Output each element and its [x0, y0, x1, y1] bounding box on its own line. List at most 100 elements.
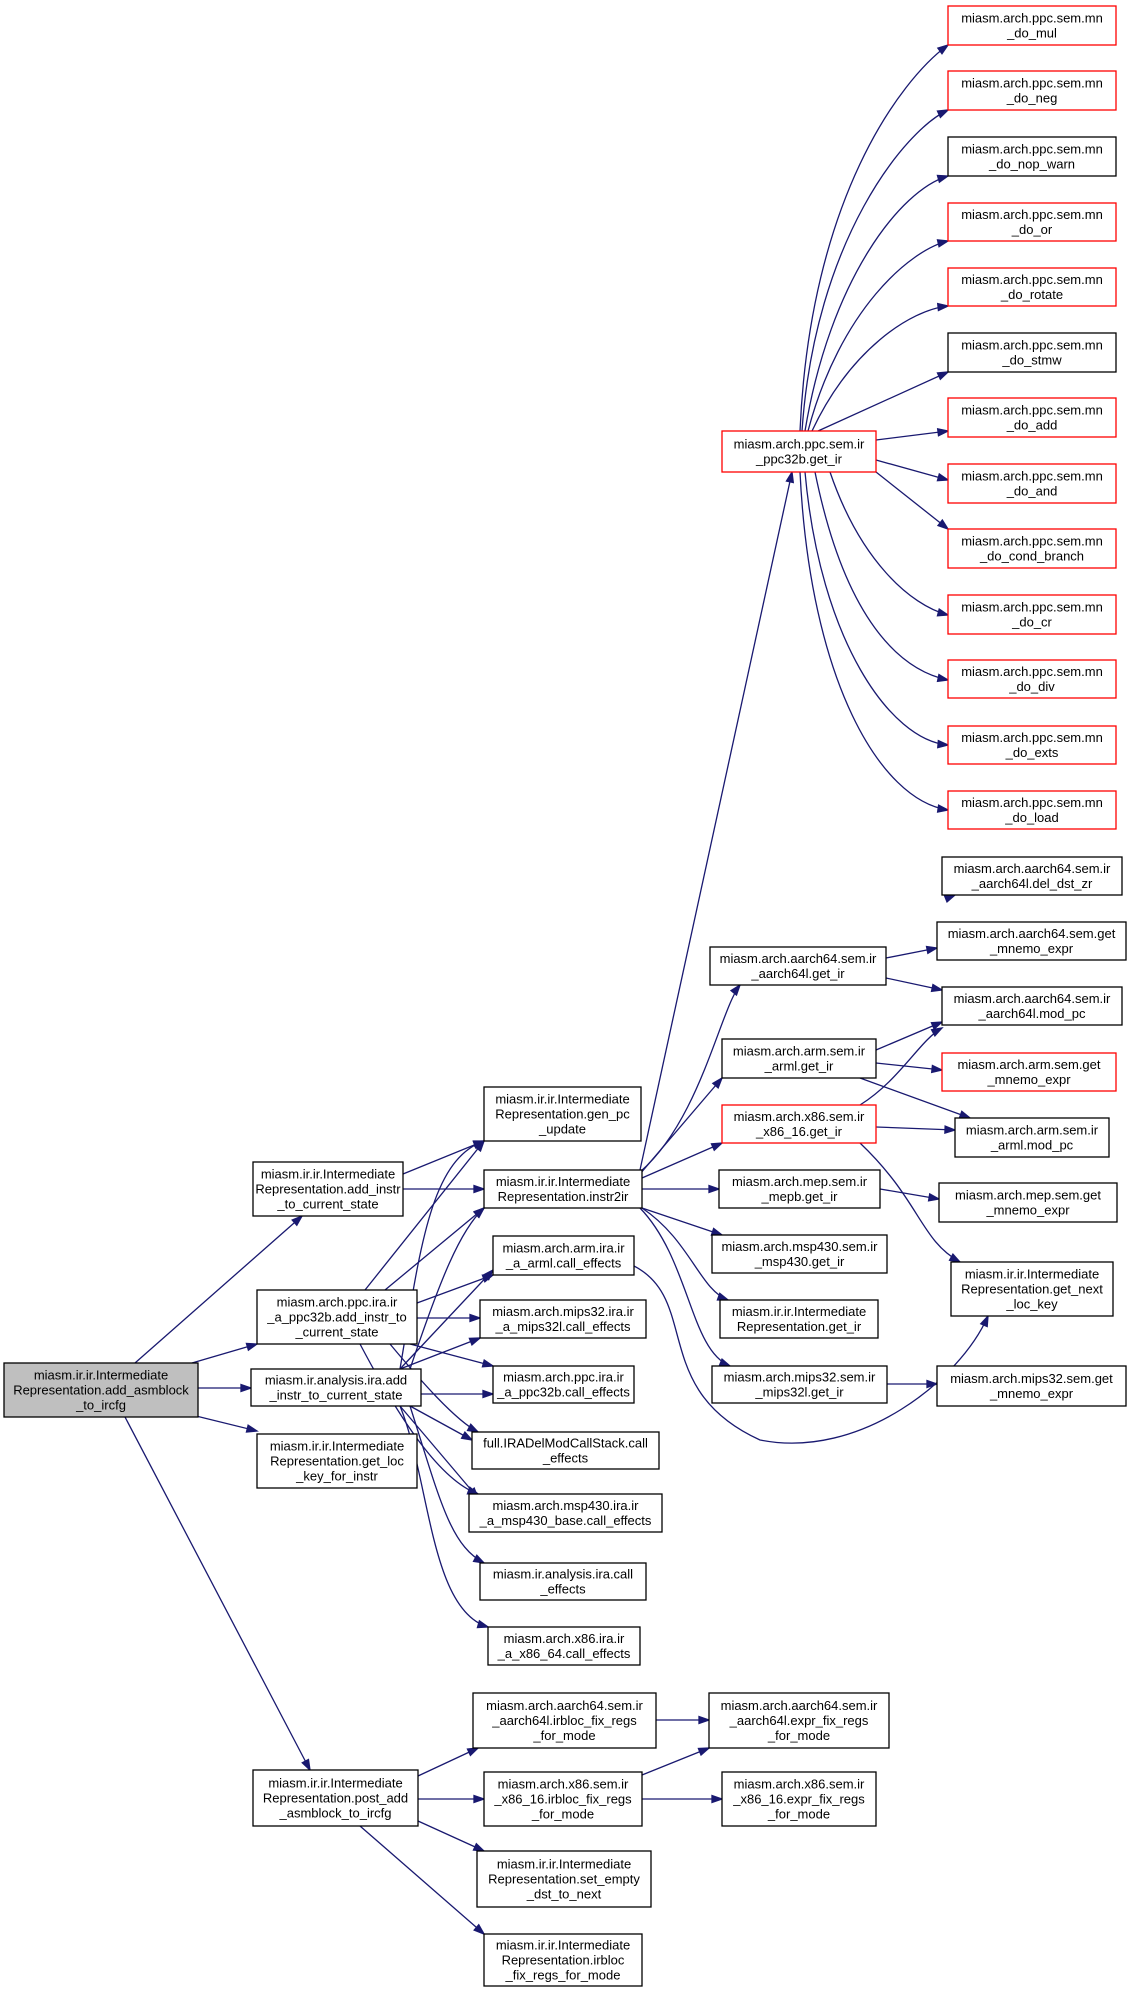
node-aa-getir[interactable]: miasm.arch.aarch64.sem.ir_aarch64l.get_i… [709, 946, 887, 986]
node-x86-expr[interactable]: miasm.arch.x86.sem.ir_x86_16.expr_fix_re… [721, 1771, 877, 1827]
node-root[interactable]: miasm.ir.ir.IntermediateRepresentation.a… [3, 1362, 199, 1418]
node-aa-expr[interactable]: miasm.arch.aarch64.sem.ir_aarch64l.expr_… [708, 1692, 890, 1749]
node-label-line: _x86_16.expr_fix_regs [732, 1792, 865, 1807]
node-set-empty[interactable]: miasm.ir.ir.IntermediateRepresentation.s… [476, 1850, 652, 1908]
arrowhead-icon [245, 1342, 259, 1352]
node-ppc-add[interactable]: miasm.arch.ppc.ira.ir_a_ppc32b.add_instr… [256, 1289, 418, 1345]
node-mnor[interactable]: miasm.arch.ppc.sem.mn_do_or [947, 202, 1117, 242]
node-label-line: _a_x86_64.call_effects [497, 1646, 631, 1661]
edge-n_ira_add-to-n_mips_call [399, 1337, 482, 1370]
node-mndiv[interactable]: miasm.arch.ppc.sem.mn_do_div [947, 659, 1117, 699]
arrowhead-icon [948, 1252, 962, 1263]
node-full-call[interactable]: full.IRADelModCallStack.call_effects [471, 1431, 660, 1470]
edge-line [814, 471, 949, 681]
node-label-line: miasm.arch.ppc.sem.mn [961, 11, 1103, 26]
node-mncond[interactable]: miasm.arch.ppc.sem.mn_do_cond_branch [947, 528, 1117, 569]
node-ppc-getir[interactable]: miasm.arch.ppc.sem.ir_ppc32b.get_ir [721, 430, 877, 473]
node-label-line: _arml.mod_pc [990, 1138, 1074, 1153]
edge-n_mep_getir-to-n_mep_mnemo [879, 1188, 941, 1202]
node-label-line: miasm.arch.ppc.ira.ir [277, 1295, 398, 1310]
node-msp-getir[interactable]: miasm.arch.msp430.sem.ir_msp430.get_ir [711, 1234, 888, 1274]
node-box [252, 1161, 404, 1217]
node-mnload[interactable]: miasm.arch.ppc.sem.mn_do_load [947, 790, 1117, 830]
node-box [483, 1169, 643, 1209]
node-box [947, 725, 1117, 765]
node-mncr[interactable]: miasm.arch.ppc.sem.mn_do_cr [947, 594, 1117, 635]
node-aa-modpc[interactable]: miasm.arch.aarch64.sem.ir_aarch64l.mod_p… [941, 986, 1123, 1026]
node-arm-modpc[interactable]: miasm.arch.arm.sem.ir_arml.mod_pc [954, 1117, 1110, 1158]
edge-line [416, 1274, 494, 1304]
node-label-line: _to_current_state [276, 1197, 378, 1212]
node-aa-del[interactable]: miasm.arch.aarch64.sem.ir_aarch64l.del_d… [941, 856, 1123, 896]
node-x86-call[interactable]: miasm.arch.x86.ira.ir_a_x86_64.call_effe… [487, 1626, 641, 1666]
node-irbloc[interactable]: miasm.ir.ir.IntermediateRepresentation.i… [483, 1933, 643, 1987]
node-add-instr[interactable]: miasm.ir.ir.IntermediateRepresentation.a… [252, 1161, 404, 1217]
arrowhead-icon [979, 1314, 989, 1328]
node-arm-call[interactable]: miasm.arch.arm.ira.ir_a_arml.call_effect… [492, 1235, 635, 1276]
node-label-line: Representation.add_instr [255, 1182, 401, 1197]
node-ir-getir[interactable]: miasm.ir.ir.IntermediateRepresentation.g… [719, 1299, 879, 1339]
edge-n_root-to-n_ppc_add [191, 1342, 259, 1364]
edge-line [399, 1337, 481, 1370]
arrowhead-icon [482, 1389, 495, 1399]
arrowhead-icon [729, 983, 742, 997]
edge-n_aa_getir-to-n_aa_modpc [885, 977, 944, 993]
node-instr2ir[interactable]: miasm.ir.ir.IntermediateRepresentation.i… [483, 1169, 643, 1209]
arrowhead-icon [936, 673, 950, 683]
node-mnrot[interactable]: miasm.arch.ppc.sem.mn_do_rotate [947, 267, 1117, 307]
node-box [252, 1769, 419, 1827]
node-mep-getir[interactable]: miasm.arch.mep.sem.ir_mepb.get_ir [718, 1169, 881, 1209]
edge-n_ppc_getir-to-n_mnload [799, 471, 950, 813]
arrowhead-icon [710, 1142, 724, 1152]
node-label-line: miasm.arch.ppc.sem.mn [961, 600, 1103, 615]
node-mnnop[interactable]: miasm.arch.ppc.sem.mn_do_nop_warn [947, 136, 1117, 177]
node-arm-mnemo[interactable]: miasm.arch.arm.sem.get_mnemo_expr [941, 1052, 1117, 1092]
edge-n_ppc_getir-to-n_mnexts [804, 471, 950, 749]
node-getnext[interactable]: miasm.ir.ir.IntermediateRepresentation.g… [950, 1261, 1114, 1317]
edge-line [639, 1207, 731, 1367]
node-aa-irbloc[interactable]: miasm.arch.aarch64.sem.ir_aarch64l.irblo… [472, 1692, 657, 1749]
node-label-line: miasm.ir.ir.Intermediate [496, 1174, 630, 1189]
arrowhead-icon [930, 1027, 944, 1037]
node-arm-getir[interactable]: miasm.arch.arm.sem.ir_arml.get_ir [721, 1038, 877, 1079]
node-label-line: miasm.ir.ir.Intermediate [732, 1304, 866, 1319]
node-box [721, 1104, 877, 1144]
node-ira-call[interactable]: miasm.ir.analysis.ira.call_effects [479, 1562, 647, 1601]
node-post-add[interactable]: miasm.ir.ir.IntermediateRepresentation.p… [252, 1769, 419, 1827]
node-box [947, 790, 1117, 830]
node-mnstmw[interactable]: miasm.arch.ppc.sem.mn_do_stmw [947, 332, 1117, 373]
node-ppc-call[interactable]: miasm.arch.ppc.ira.ir_a_ppc32b.call_effe… [492, 1365, 635, 1404]
node-mnadd[interactable]: miasm.arch.ppc.sem.mn_do_add [947, 397, 1117, 438]
node-aa-mnemo[interactable]: miasm.arch.aarch64.sem.get_mnemo_expr [936, 921, 1127, 961]
node-msp-call[interactable]: miasm.arch.msp430.ira.ir_a_msp430_base.c… [468, 1493, 663, 1533]
node-label-line: _do_or [1011, 222, 1053, 237]
edge-n_aa_getir-to-n_aa_mnemo [885, 945, 939, 959]
node-label-line: _do_and [1006, 484, 1058, 499]
arrowhead-icon [472, 1842, 486, 1852]
node-box [250, 1368, 422, 1407]
node-box [492, 1235, 635, 1276]
node-mnand[interactable]: miasm.arch.ppc.sem.mn_do_and [947, 463, 1117, 504]
edge-n_instr2ir-to-n_mips_getir [639, 1207, 732, 1367]
node-label-line: _instr_to_current_state [269, 1388, 403, 1403]
node-mips-mnemo[interactable]: miasm.arch.mips32.sem.get_mnemo_expr [936, 1365, 1127, 1407]
arrowhead-icon [460, 1431, 474, 1441]
arrowhead-icon [926, 1379, 939, 1389]
node-mnexts[interactable]: miasm.arch.ppc.sem.mn_do_exts [947, 725, 1117, 765]
node-gen-pc[interactable]: miasm.ir.ir.IntermediateRepresentation.g… [483, 1086, 642, 1142]
node-label-line: Representation.post_add [263, 1791, 408, 1806]
node-box [947, 528, 1117, 569]
node-box [471, 1431, 660, 1470]
node-mips-call[interactable]: miasm.arch.mips32.ira.ir_a_mips32l.call_… [479, 1299, 647, 1339]
node-mips-getir[interactable]: miasm.arch.mips32.sem.ir_mips32l.get_ir [711, 1365, 888, 1404]
arrowhead-icon [930, 1021, 944, 1031]
node-mep-mnemo[interactable]: miasm.arch.mep.sem.get_mnemo_expr [938, 1182, 1118, 1223]
node-x86-getir[interactable]: miasm.arch.x86.sem.ir_x86_16.get_ir [721, 1104, 877, 1144]
node-mnmul[interactable]: miasm.arch.ppc.sem.mn_do_mul [947, 5, 1117, 46]
node-get-loc[interactable]: miasm.ir.ir.IntermediateRepresentation.g… [256, 1433, 418, 1489]
node-x86-irbloc[interactable]: miasm.arch.x86.sem.ir_x86_16.irbloc_fix_… [483, 1771, 643, 1827]
node-ira-add[interactable]: miasm.ir.analysis.ira.add_instr_to_curre… [250, 1368, 422, 1407]
edge-n_ppc_getir-to-n_mnor [807, 239, 950, 432]
node-mnneg[interactable]: miasm.arch.ppc.sem.mn_do_neg [947, 70, 1117, 111]
node-label-line: Representation.set_empty [488, 1872, 640, 1887]
